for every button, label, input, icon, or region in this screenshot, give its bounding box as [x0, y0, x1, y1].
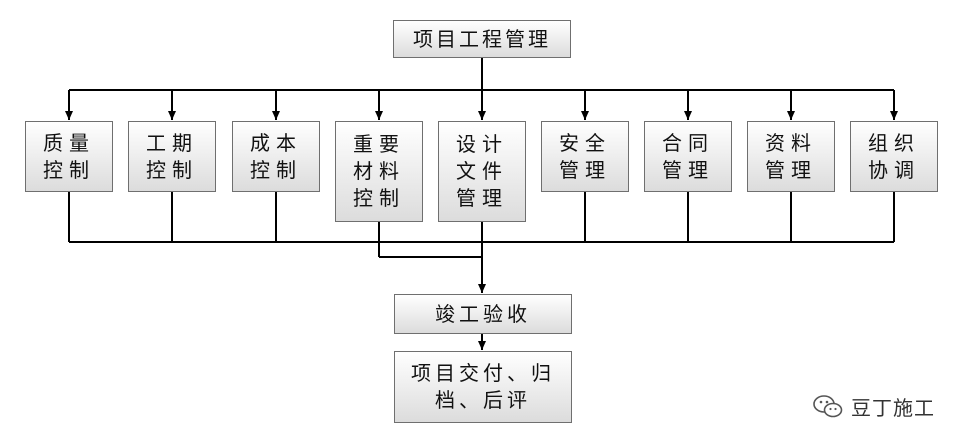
watermark: 豆丁施工	[813, 392, 935, 421]
module-node-contract: 合同 管理	[644, 121, 732, 192]
module-node-schedule: 工期 控制	[128, 121, 216, 192]
module-node-quality: 质量 控制	[25, 121, 113, 192]
module-node-cost: 成本 控制	[232, 121, 320, 192]
root-node: 项目工程管理	[393, 20, 571, 58]
acceptance-node: 竣工验收	[394, 294, 572, 334]
delivery-node: 项目交付、归 档、后评	[394, 351, 572, 423]
module-node-coordination: 组织 协调	[850, 121, 938, 192]
module-node-safety: 安全 管理	[541, 121, 629, 192]
module-node-records: 资料 管理	[747, 121, 835, 192]
wechat-icon	[813, 394, 843, 417]
watermark-text: 豆丁施工	[851, 396, 935, 420]
module-node-materials: 重要 材料 控制	[335, 121, 423, 222]
module-node-design-docs: 设计 文件 管理	[438, 121, 526, 222]
